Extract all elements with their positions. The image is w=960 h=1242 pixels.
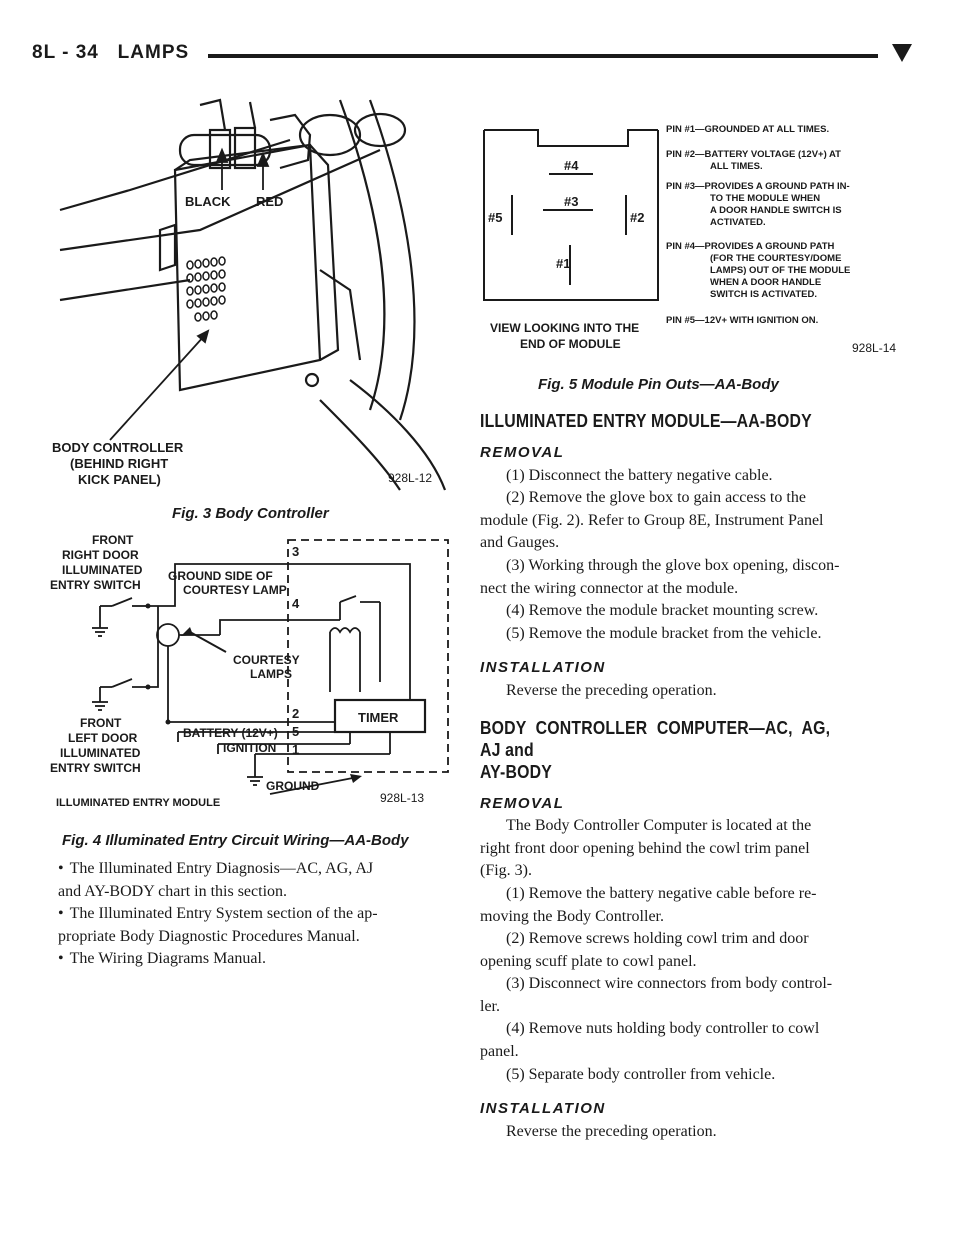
- heading-removal-2: REMOVAL: [480, 794, 565, 812]
- heading-body-controller-computer-1: BODY CONTROLLER COMPUTER—AC, AG, AJ and: [480, 717, 831, 760]
- page-header-title: 8L - 34 LAMPS: [32, 42, 190, 63]
- fig4-caption: Fig. 4 Illuminated Entry Circuit Wiring—…: [62, 832, 409, 849]
- step-r2b: module (Fig. 2). Refer to Group 8E, Inst…: [480, 511, 824, 529]
- fig3-label-black: BLACK: [185, 194, 231, 209]
- fig5-pin3: #3: [564, 194, 578, 209]
- step-s1b: moving the Body Controller.: [480, 907, 664, 925]
- fig3-label-red: RED: [256, 194, 283, 209]
- step-r1: (1) Disconnect the battery negative cabl…: [506, 466, 773, 484]
- fig5-desc-5a: PIN #5—12V+ WITH IGNITION ON.: [666, 315, 818, 326]
- step-s4b: panel.: [480, 1043, 519, 1061]
- triangle-marker-icon: [892, 44, 912, 62]
- step-r4: (4) Remove the module bracket mounting s…: [506, 602, 819, 620]
- install-text-2: Reverse the preceding operation.: [506, 1122, 717, 1140]
- fig5-desc-2b: ALL TIMES.: [710, 161, 763, 172]
- fig5-desc-1a: PIN #1—GROUNDED AT ALL TIMES.: [666, 124, 829, 135]
- fig5-pin1: #1: [556, 256, 570, 271]
- bullet-3: The Wiring Diagrams Manual.: [58, 948, 456, 971]
- fig5-view1: VIEW LOOKING INTO THE: [490, 321, 639, 335]
- step-r2a: (2) Remove the glove box to gain access …: [506, 489, 806, 507]
- fig5-caption: Fig. 5 Module Pin Outs—AA-Body: [538, 376, 779, 393]
- fig4-id: 928L-13: [380, 791, 424, 805]
- heading-removal-1: REMOVAL: [480, 444, 565, 461]
- bullet-1a: The Illuminated Entry Diagnosis—AC, AG, …: [58, 858, 456, 881]
- heading-installation-2: INSTALLATION: [480, 1100, 606, 1118]
- fig3-label-bc3: KICK PANEL): [78, 472, 161, 487]
- fig5-id: 928L-14: [852, 341, 896, 355]
- step-s5: (5) Separate body controller from vehicl…: [506, 1065, 776, 1083]
- bullet-1b: and AY-BODY chart in this section.: [58, 882, 288, 900]
- fig4-label-fl2: LEFT DOOR: [68, 731, 138, 745]
- fig4-label-cl1: COURTESY: [233, 653, 300, 667]
- fig4-label-ignition: IGNITION: [223, 741, 276, 755]
- fig3-label-bc2: (BEHIND RIGHT: [70, 456, 168, 471]
- fig4-label-gs1: GROUND SIDE OF: [168, 569, 273, 583]
- fig4-label-fl3: ILLUMINATED: [60, 746, 141, 760]
- fig4-label-fr2: RIGHT DOOR: [62, 548, 139, 562]
- fig4-label-timer: TIMER: [358, 710, 399, 725]
- fig4-pin3: 3: [292, 544, 299, 559]
- install-text-1: Reverse the preceding operation.: [506, 681, 717, 699]
- page-header: 8L - 34 LAMPS: [32, 40, 932, 70]
- step-s1a: (1) Remove the battery negative cable be…: [506, 884, 817, 902]
- fig4-label-fl1: FRONT: [80, 716, 122, 730]
- fig5-desc-4d: WHEN A DOOR HANDLE: [710, 277, 821, 288]
- fig3-caption: Fig. 3 Body Controller: [172, 505, 329, 522]
- fig5-desc-3c: A DOOR HANDLE SWITCH IS: [710, 205, 842, 216]
- fig4-label-cl2: LAMPS: [250, 667, 292, 681]
- fig3-body-controller-illustration: BLACK RED BODY CONTROLLER (BEHIND RIGHT …: [50, 90, 450, 495]
- step-r3b: nect the wiring connector at the module.: [480, 579, 739, 597]
- fig4-pin4: 4: [292, 596, 300, 611]
- step-s4a: (4) Remove nuts holding body controller …: [506, 1020, 820, 1038]
- fig5-pin4: #4: [564, 158, 579, 173]
- fig5-pin5: #5: [488, 210, 502, 225]
- fig5-view2: END OF MODULE: [520, 337, 621, 351]
- fig5-desc-4b: (FOR THE COURTESY/DOME: [710, 253, 841, 264]
- bullet-2a: The Illuminated Entry System section of …: [58, 903, 456, 926]
- fig5-desc-3a: PIN #3—PROVIDES A GROUND PATH IN-: [666, 181, 850, 192]
- fig4-wiring-diagram: FRONT RIGHT DOOR ILLUMINATED ENTRY SWITC…: [40, 532, 460, 810]
- heading-body-controller-computer-2: AY-BODY: [480, 761, 552, 782]
- fig4-pin5: 5: [292, 724, 299, 739]
- fig4-label-fr1: FRONT: [92, 533, 134, 547]
- fig5-desc-3b: TO THE MODULE WHEN: [710, 193, 820, 204]
- fig5-desc-4a: PIN #4—PROVIDES A GROUND PATH: [666, 241, 835, 252]
- intro-s0a: The Body Controller Computer is located …: [506, 817, 812, 835]
- left-column-text: The Illuminated Entry Diagnosis—AC, AG, …: [58, 858, 456, 971]
- fig5-desc-3d: ACTIVATED.: [710, 217, 766, 228]
- right-column-text: ILLUMINATED ENTRY MODULE—AA-BODY REMOVAL…: [480, 410, 878, 1143]
- fig5-pinout-diagram: #4 #3 #5 #2 #1 VIEW LOOKING INTO THE END…: [478, 110, 908, 370]
- bullet-2b: propriate Body Diagnostic Procedures Man…: [58, 927, 360, 945]
- fig4-label-fr4: ENTRY SWITCH: [50, 578, 141, 592]
- fig5-pin2: #2: [630, 210, 644, 225]
- step-r2c: and Gauges.: [480, 534, 560, 552]
- fig4-label-module: ILLUMINATED ENTRY MODULE: [56, 797, 220, 809]
- step-s2b: opening scuff plate to cowl panel.: [480, 952, 697, 970]
- fig5-desc-2a: PIN #2—BATTERY VOLTAGE (12V+) AT: [666, 149, 841, 160]
- fig3-label-bc1: BODY CONTROLLER: [52, 440, 184, 455]
- step-s2a: (2) Remove screws holding cowl trim and …: [506, 930, 809, 948]
- intro-s0b: right front door opening behind the cowl…: [480, 839, 810, 857]
- step-s3b: ler.: [480, 997, 500, 1015]
- step-r5: (5) Remove the module bracket from the v…: [506, 624, 822, 642]
- fig4-pin2: 2: [292, 706, 299, 721]
- fig4-label-fr3: ILLUMINATED: [62, 563, 143, 577]
- fig5-desc-4e: SWITCH IS ACTIVATED.: [710, 289, 817, 300]
- fig4-label-battery: BATTERY (12V+): [183, 726, 278, 740]
- step-r3a: (3) Working through the glove box openin…: [506, 556, 840, 574]
- heading-illuminated-entry-module: ILLUMINATED ENTRY MODULE—AA-BODY: [480, 411, 812, 431]
- fig4-label-ground: GROUND: [266, 779, 320, 793]
- heading-installation-1: INSTALLATION: [480, 659, 606, 677]
- fig4-label-fl4: ENTRY SWITCH: [50, 761, 141, 775]
- header-rule: [208, 54, 878, 58]
- fig3-id: 928L-12: [388, 471, 432, 485]
- step-s3a: (3) Disconnect wire connectors from body…: [506, 975, 833, 993]
- fig4-label-gs2: COURTESY LAMP: [183, 583, 287, 597]
- fig5-desc-4c: LAMPS) OUT OF THE MODULE: [710, 265, 850, 276]
- fig4-pin1: 1: [292, 742, 299, 757]
- intro-s0c: (Fig. 3).: [480, 862, 532, 880]
